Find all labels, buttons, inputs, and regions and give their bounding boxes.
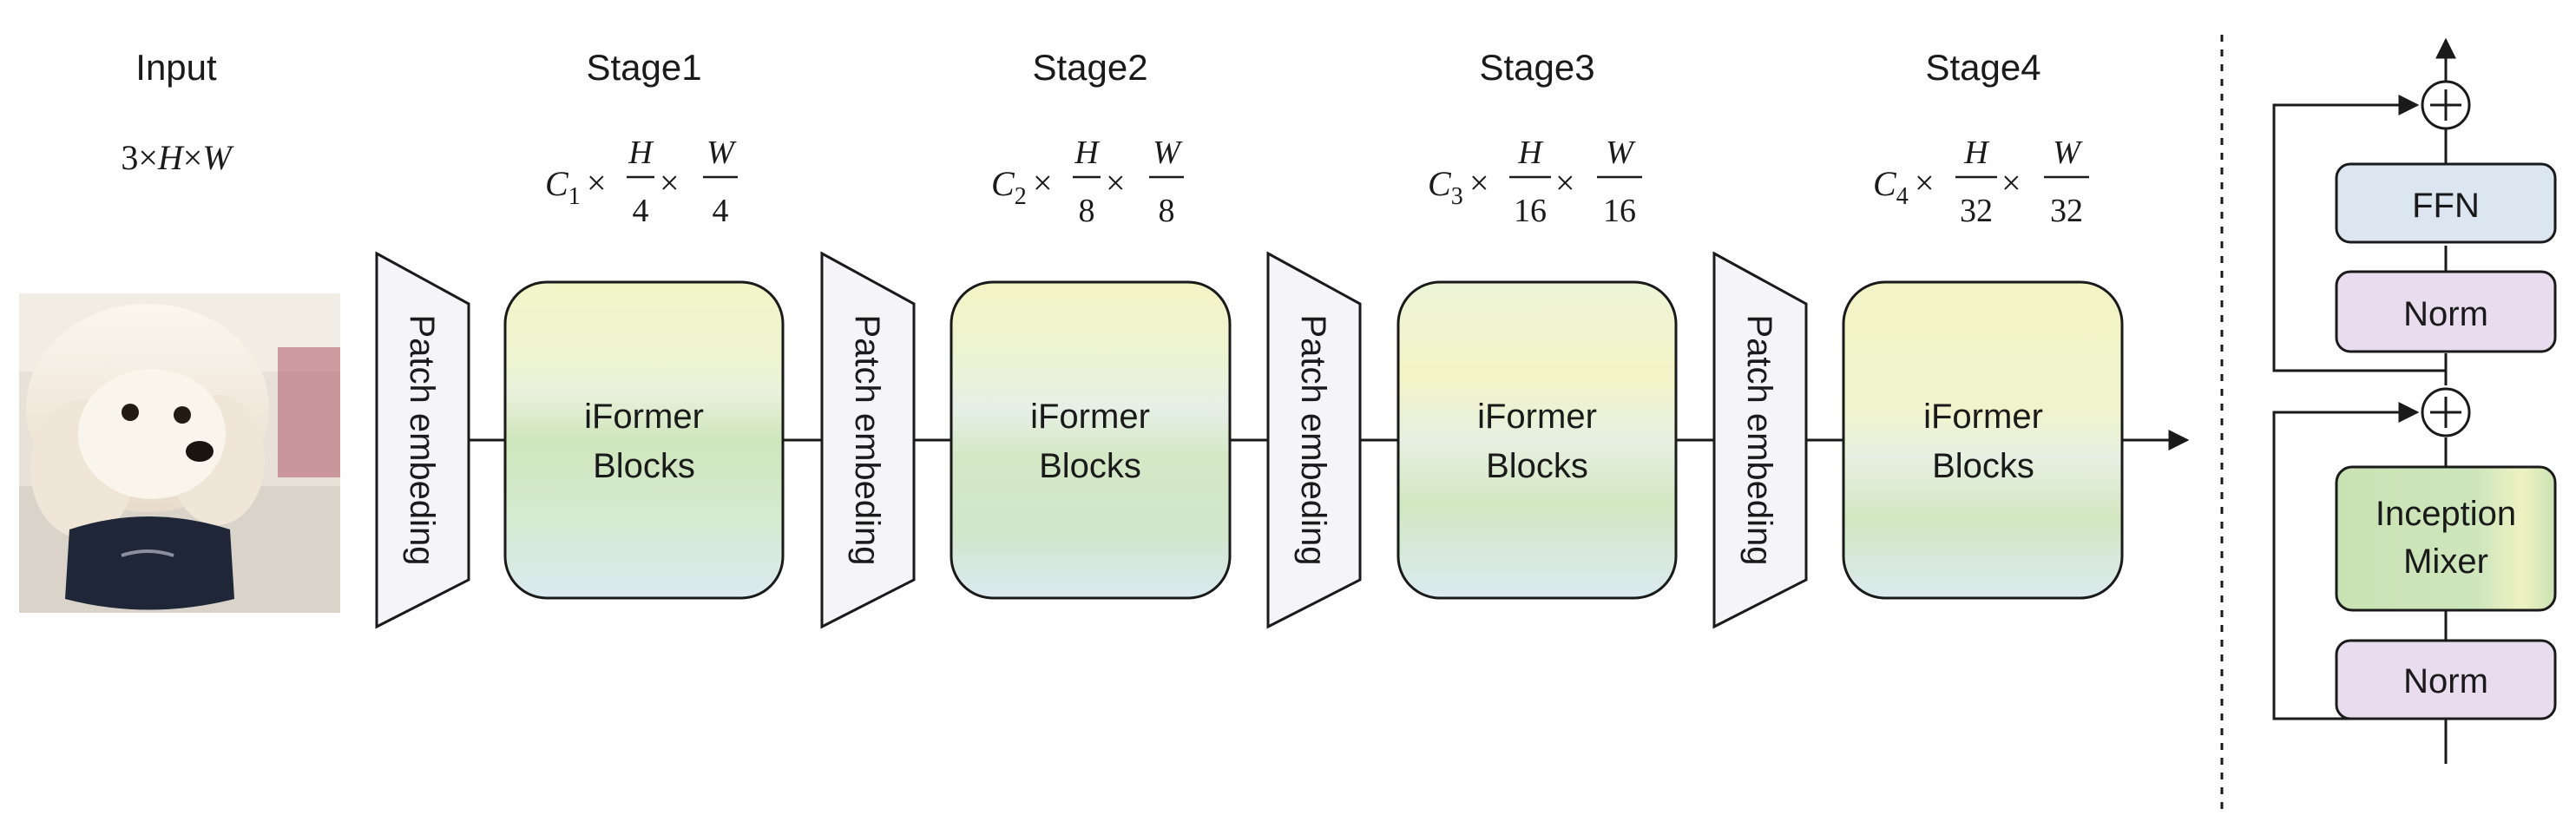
norm-top-label: Norm (2403, 295, 2488, 333)
stage-3-title: Stage3 (1479, 47, 1594, 88)
patch-embedding-4: Patch embeding (1712, 251, 1808, 629)
input-title: Input (135, 47, 217, 88)
stage-1: Stage1 C1 × H 4 × W 4 iFormer Blocks (503, 47, 785, 600)
svg-text:16: 16 (1514, 193, 1547, 229)
patch-embedding-2: Patch embeding (820, 251, 916, 629)
patch-embedding-3-label: Patch embeding (1294, 314, 1332, 565)
svg-text:×: × (660, 163, 680, 202)
svg-text:8: 8 (1079, 193, 1095, 229)
stage-3-block-label-line1: iFormer (1477, 398, 1597, 436)
stage-3-iformer-blocks (1396, 280, 1678, 600)
svg-text:C3: C3 (1428, 164, 1463, 210)
svg-text:×: × (1555, 163, 1575, 202)
norm-bottom-box (2335, 639, 2557, 720)
patch-embedding-1-label: Patch embeding (403, 314, 441, 565)
svg-text:8: 8 (1159, 193, 1175, 229)
svg-text:H: H (1074, 135, 1101, 171)
inception-mixer-label-line1: Inception (2376, 495, 2516, 533)
svg-text:W: W (1153, 135, 1183, 171)
stage-4-iformer-blocks (1842, 280, 2124, 600)
stage-1-block-label-line1: iFormer (584, 398, 704, 436)
add-node-top (2421, 80, 2471, 130)
patch-embedding-3: Patch embeding (1266, 251, 1362, 629)
svg-text:H: H (628, 135, 654, 171)
stage-3-block-label-line2: Blocks (1486, 447, 1588, 485)
svg-text:4: 4 (713, 193, 729, 229)
stage-2-shape-label: C2 × H 8 × W 8 (991, 135, 1184, 229)
stage-1-shape-label: C1 × H 4 × W 4 (545, 135, 738, 229)
patch-embedding-1: Patch embeding (375, 251, 470, 629)
norm-bottom-label: Norm (2403, 662, 2488, 700)
svg-text:C2: C2 (991, 164, 1027, 210)
stage-4-block-label-line1: iFormer (1923, 398, 2043, 436)
norm-top-box (2335, 270, 2557, 353)
stage-2-iformer-blocks (950, 280, 1232, 600)
svg-text:×: × (2001, 163, 2021, 202)
svg-text:32: 32 (1960, 193, 1993, 229)
residual-skip-ffn (2272, 95, 2446, 372)
stage-3-shape-label: C3 × H 16 × W 16 (1428, 135, 1642, 229)
stage-1-block-label-line2: Blocks (593, 447, 695, 485)
inception-mixer-label-line2: Mixer (2403, 543, 2488, 581)
svg-text:32: 32 (2050, 193, 2083, 229)
stage-4: Stage4 C4 × H 32 × W 32 iFormer Blocks (1842, 47, 2124, 600)
svg-text:16: 16 (1603, 193, 1636, 229)
stage-3: Stage3 C3 × H 16 × W 16 iFormer Blocks (1396, 47, 1678, 600)
svg-text:C4: C4 (1873, 164, 1909, 210)
stage-4-block-label-line2: Blocks (1932, 447, 2034, 485)
inception-mixer-box (2335, 465, 2557, 612)
svg-text:×: × (1915, 163, 1935, 202)
input-dog-image (19, 293, 340, 613)
patch-embedding-4-label: Patch embeding (1740, 314, 1778, 565)
ffn-box (2335, 162, 2557, 244)
svg-text:H: H (1517, 135, 1544, 171)
svg-text:×: × (1033, 163, 1053, 202)
add-node-middle (2421, 387, 2471, 437)
svg-text:×: × (587, 163, 607, 202)
svg-text:W: W (706, 135, 737, 171)
svg-text:C1: C1 (545, 164, 581, 210)
stage-1-title: Stage1 (586, 47, 701, 88)
input-shape-label: 3×H×W (121, 138, 234, 177)
patch-embedding-2-label: Patch embeding (848, 314, 886, 565)
svg-text:×: × (1469, 163, 1489, 202)
stage-4-title: Stage4 (1925, 47, 2040, 88)
svg-text:4: 4 (633, 193, 649, 229)
svg-text:×: × (1106, 163, 1126, 202)
ffn-label: FFN (2412, 187, 2480, 225)
stage-4-shape-label: C4 × H 32 × W 32 (1873, 135, 2089, 229)
iformer-block-detail: FFN Norm Inception Mixer Norm (2272, 37, 2557, 764)
svg-text:W: W (2053, 135, 2083, 171)
stage-2: Stage2 C2 × H 8 × W 8 iFormer Blocks (950, 47, 1232, 600)
stage-2-title: Stage2 (1032, 47, 1147, 88)
svg-text:W: W (1606, 135, 1636, 171)
stage-2-block-label-line1: iFormer (1030, 398, 1150, 436)
stage-2-block-label-line2: Blocks (1039, 447, 1141, 485)
svg-text:H: H (1963, 135, 1990, 171)
stage-1-iformer-blocks (503, 280, 785, 600)
